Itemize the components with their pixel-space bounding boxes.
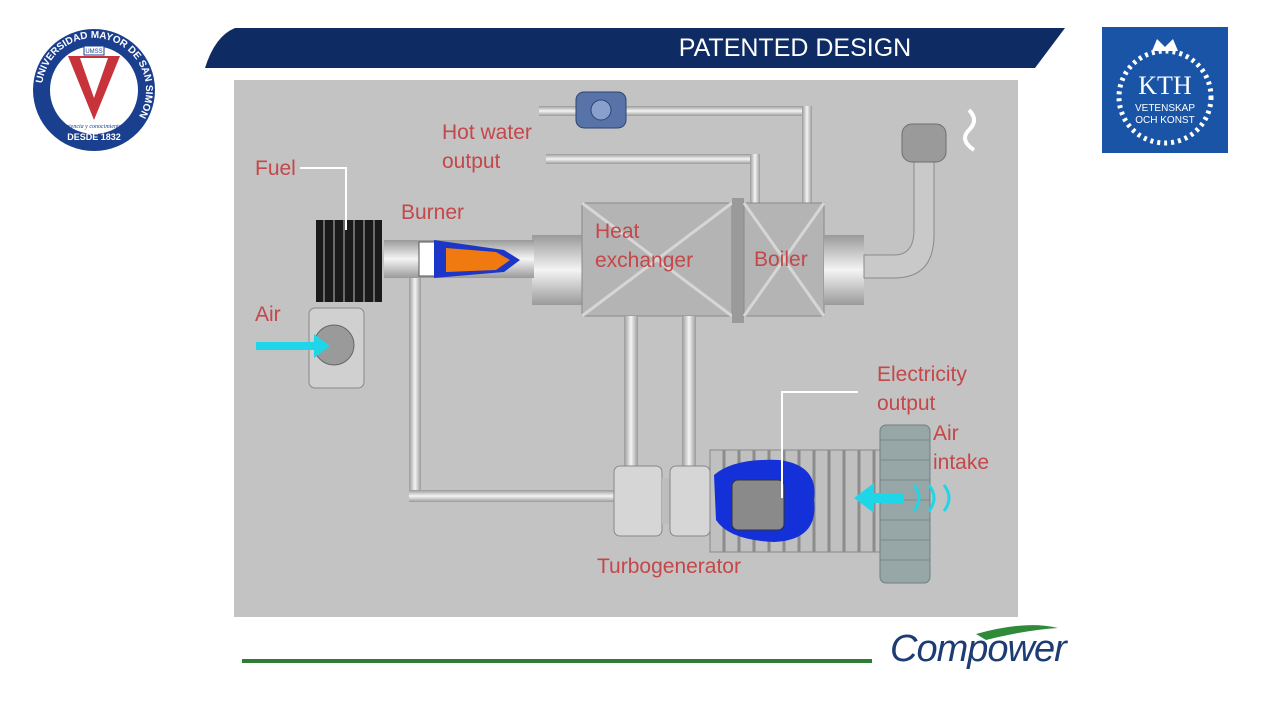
valve-icon — [576, 92, 626, 128]
diagram-drawing — [234, 80, 1018, 617]
turbogenerator — [614, 450, 885, 552]
page-title: PATENTED DESIGN — [650, 32, 940, 64]
label-air: Air — [255, 300, 281, 329]
footer-divider — [242, 659, 872, 663]
label-boiler: Boiler — [754, 245, 808, 274]
umss-badge: UMSS — [85, 49, 102, 55]
label-air-intake: Air intake — [933, 419, 989, 477]
kth-sub: VETENSKAP OCH KONST — [1102, 103, 1228, 127]
return-pipe-vertical — [409, 278, 421, 498]
umss-logo: UNIVERSIDAD MAYOR DE SAN SIMON UMSS DESD… — [28, 28, 160, 152]
label-burner: Burner — [401, 198, 464, 227]
hot-water-pipe-lower — [546, 154, 756, 164]
exchanger-leg-2 — [682, 316, 696, 466]
compower-logo-text: Compower — [890, 628, 1066, 671]
umss-motto: ciencia y conocimiento — [66, 124, 121, 130]
exhaust-chimney — [864, 110, 974, 278]
return-pipe-bottom — [409, 490, 624, 502]
hot-water-pipe-lower-drop — [750, 154, 760, 206]
fuel-heater — [316, 220, 382, 302]
exchanger-leg-1 — [624, 316, 638, 466]
umss-founded: DESDE 1832 — [67, 132, 121, 142]
diagram-panel: Fuel Burner Hot water output Heat exchan… — [234, 80, 1018, 617]
kth-name: KTH — [1102, 72, 1228, 100]
label-turbogenerator: Turbogenerator — [597, 552, 741, 581]
hot-water-pipe-top-drop — [802, 106, 812, 206]
label-heat-exchanger: Heat exchanger — [595, 217, 693, 275]
label-hot-water-output: Hot water output — [442, 118, 532, 176]
label-fuel: Fuel — [255, 154, 296, 183]
label-electricity-output: Electricity output — [877, 360, 967, 418]
